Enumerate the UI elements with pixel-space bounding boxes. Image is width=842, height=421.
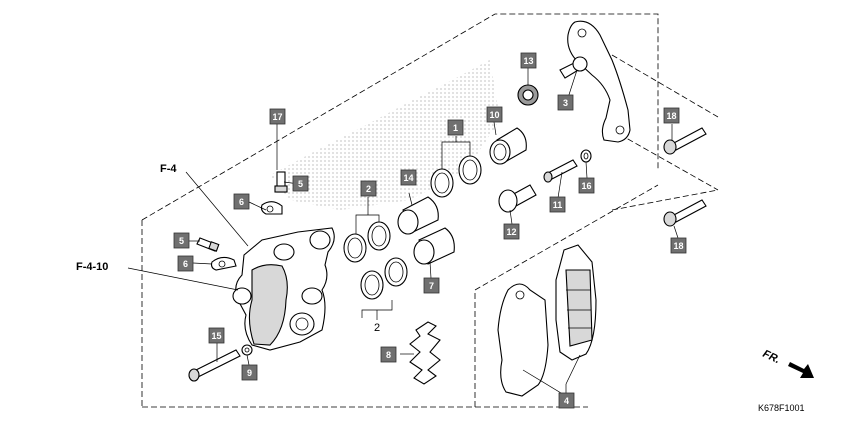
- callout-5-lower: 5: [173, 232, 190, 249]
- callout-6-upper: 6: [233, 193, 250, 210]
- piston-7: [413, 227, 455, 265]
- svg-text:6: 6: [239, 197, 244, 207]
- bleeder-screw-lower: [196, 237, 220, 252]
- callout-8: 8: [380, 346, 397, 363]
- callout-1: 1: [447, 119, 464, 136]
- pin-11: [543, 159, 578, 183]
- svg-text:5: 5: [179, 236, 184, 246]
- seal-kit-label: 2: [374, 322, 380, 334]
- front-direction-arrow: FR.: [761, 348, 814, 378]
- callout-3: 3: [557, 94, 574, 111]
- callout-17: 17: [269, 108, 286, 125]
- svg-text:8: 8: [386, 350, 391, 360]
- svg-text:18: 18: [673, 241, 683, 251]
- ref-f4: F-4: [160, 163, 177, 175]
- brake-pad-inner: [497, 283, 549, 397]
- svg-text:4: 4: [564, 396, 569, 406]
- pin-12: [498, 184, 537, 213]
- bolt-18-lower: [663, 199, 707, 227]
- svg-text:2: 2: [366, 184, 371, 194]
- svg-text:14: 14: [403, 173, 413, 183]
- caliper-bracket: [559, 20, 631, 143]
- callout-10: 10: [486, 106, 503, 123]
- callout-18-lower: 18: [670, 237, 687, 254]
- bleeder-cap-lower: [210, 256, 237, 271]
- callout-14: 14: [400, 169, 417, 186]
- svg-text:12: 12: [506, 227, 516, 237]
- callout-15: 15: [208, 327, 225, 344]
- ref-f4-10: F-4-10: [76, 261, 108, 273]
- svg-text:13: 13: [523, 56, 533, 66]
- svg-text:16: 16: [581, 181, 591, 191]
- svg-text:18: 18: [666, 111, 676, 121]
- bolt-18-upper: [663, 127, 707, 155]
- leader-lines: [127, 68, 679, 397]
- seal-set-2: [343, 221, 408, 320]
- callout-18-upper: 18: [663, 107, 680, 124]
- svg-text:9: 9: [247, 368, 252, 378]
- callout-12: 12: [503, 223, 520, 240]
- callout-16: 16: [578, 177, 595, 194]
- callout-5-upper: 5: [292, 175, 309, 192]
- piston-10: [489, 127, 527, 165]
- svg-text:10: 10: [489, 110, 499, 120]
- callout-2: 2: [360, 180, 377, 197]
- svg-text:1: 1: [453, 123, 458, 133]
- pin-boot: [517, 84, 539, 106]
- callout-13: 13: [520, 52, 537, 69]
- svg-text:3: 3: [563, 98, 568, 108]
- bleeder-cap-upper: [260, 201, 283, 215]
- svg-text:6: 6: [183, 259, 188, 269]
- svg-text:7: 7: [429, 281, 434, 291]
- front-label: FR.: [761, 348, 782, 366]
- svg-text:5: 5: [298, 179, 303, 189]
- callout-4: 4: [558, 392, 575, 409]
- callout-9: 9: [241, 364, 258, 381]
- pin-bolt-15: [188, 349, 241, 382]
- svg-text:15: 15: [211, 331, 221, 341]
- diagram-code: K678F1001: [758, 403, 805, 413]
- arrow-icon: [788, 362, 814, 378]
- callout-6-lower: 6: [177, 255, 194, 272]
- washer-9: [241, 344, 253, 356]
- washer-16: [580, 149, 592, 163]
- callout-7: 7: [423, 277, 440, 294]
- callout-11: 11: [549, 196, 566, 213]
- svg-text:17: 17: [272, 112, 282, 122]
- brake-pad-outer: [555, 244, 597, 361]
- pad-spring: [409, 321, 441, 385]
- svg-text:11: 11: [553, 200, 563, 210]
- caliper-body: [232, 227, 335, 351]
- piston-14: [397, 196, 439, 235]
